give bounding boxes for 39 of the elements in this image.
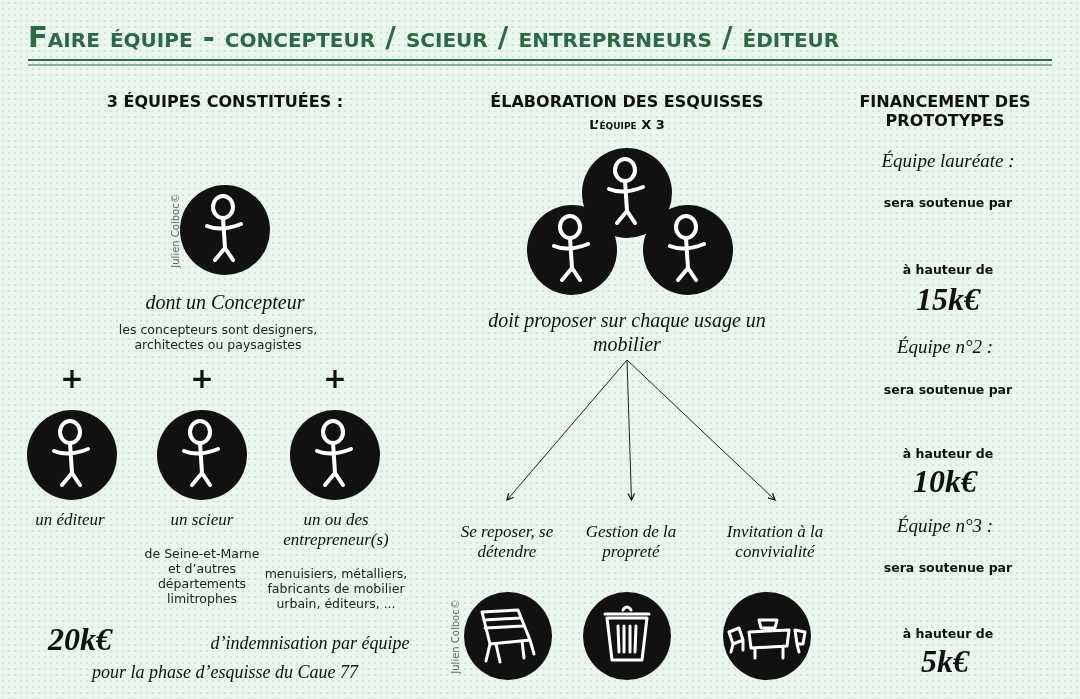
arrow bbox=[626, 359, 636, 501]
description-text: les concepteurs sont designers, architectes ou paysagistes bbox=[117, 322, 319, 352]
amount-text: 20k€ bbox=[46, 620, 114, 659]
amount-text: 15k€ bbox=[915, 280, 982, 319]
support-text: sera soutenue par bbox=[882, 382, 1014, 397]
team-heading: Équipe lauréate : bbox=[880, 150, 1016, 173]
usage-label: Invitation à la convivialité bbox=[725, 522, 825, 563]
support-text: sera soutenue par bbox=[882, 195, 1014, 210]
amount-text: 10k€ bbox=[912, 462, 979, 501]
subheading: L’équipe X 3 bbox=[588, 117, 666, 133]
note-text: d’indemnisation par équipe bbox=[209, 633, 411, 655]
usage-label: Gestion de la propreté bbox=[584, 522, 678, 563]
section-heading: FINANCEMENT DES PROTOTYPES bbox=[858, 92, 1032, 131]
amount-text: 5k€ bbox=[920, 642, 971, 681]
plus-sign: + bbox=[59, 362, 85, 396]
support-text: à hauteur de bbox=[901, 626, 995, 641]
team-heading: Équipe n°3 : bbox=[895, 515, 995, 538]
section-heading: ÉLABORATION DES ESQUISSES bbox=[489, 92, 765, 112]
role-title: dont un Concepteur bbox=[144, 290, 306, 314]
statement-text: doit proposer sur chaque usage un mobilier bbox=[487, 308, 767, 356]
plus-sign: + bbox=[189, 362, 215, 396]
credit-text: Julien Colboc© bbox=[449, 598, 461, 674]
role-label: un éditeur bbox=[34, 510, 106, 531]
description-text: menuisiers, métalliers, fabricants de mobilier urbain, éditeurs, ... bbox=[263, 566, 409, 611]
support-text: à hauteur de bbox=[901, 262, 995, 277]
role-label: un ou des entrepreneur(s) bbox=[282, 510, 390, 551]
usage-label: Se reposer, se détendre bbox=[459, 522, 555, 563]
section-heading: 3 ÉQUIPES CONSTITUÉES : bbox=[105, 92, 345, 112]
arrow bbox=[506, 359, 628, 501]
note-text: pour la phase d’esquisse du Caue 77 bbox=[90, 662, 360, 684]
support-text: à hauteur de bbox=[901, 446, 995, 461]
team-heading: Équipe n°2 : bbox=[895, 336, 995, 359]
credit-text: Julien Colboc© bbox=[169, 192, 181, 268]
support-text: sera soutenue par bbox=[882, 560, 1014, 575]
arrow bbox=[626, 359, 776, 501]
plus-sign: + bbox=[322, 362, 348, 396]
role-label: un scieur bbox=[169, 510, 235, 531]
title: Faire équipe - concepteur / scieur / entrepreneurs / éditeur bbox=[28, 20, 840, 54]
description-text: de Seine-et-Marne et d’autres départements limitrophes bbox=[143, 546, 261, 606]
